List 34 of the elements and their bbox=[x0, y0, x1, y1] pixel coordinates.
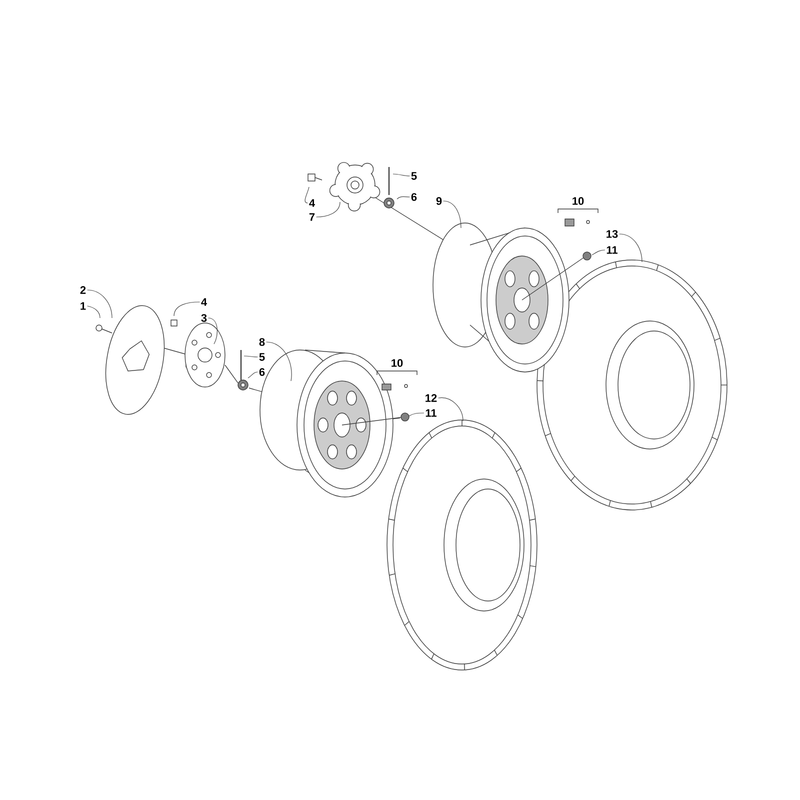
leader-line bbox=[86, 306, 100, 318]
leader-line bbox=[208, 318, 218, 344]
callout-number: 4 bbox=[309, 199, 315, 207]
leader-line bbox=[442, 200, 462, 228]
leader-line bbox=[86, 290, 112, 318]
callout-number: 6 bbox=[259, 368, 265, 376]
leader-line bbox=[248, 372, 258, 378]
leader-line bbox=[304, 186, 310, 204]
leader-line bbox=[619, 234, 642, 262]
leader-line bbox=[266, 342, 292, 382]
callout-number: 3 bbox=[201, 314, 207, 322]
leader-line bbox=[316, 202, 340, 218]
leader-line bbox=[592, 250, 606, 256]
callout-number: 7 bbox=[309, 213, 315, 221]
callout-number: 10 bbox=[392, 359, 403, 367]
callout-number: 5 bbox=[411, 172, 417, 180]
leader-line bbox=[174, 302, 200, 316]
callout-number: 2 bbox=[80, 286, 86, 294]
callout-number: 6 bbox=[411, 193, 417, 201]
callout-number: 11 bbox=[426, 409, 436, 417]
leader-line bbox=[396, 196, 410, 200]
callout-number: 4 bbox=[201, 298, 207, 306]
leader-line bbox=[392, 174, 410, 176]
leader-line bbox=[438, 397, 464, 422]
callout-number: 8 bbox=[259, 338, 265, 346]
callout-number: 10 bbox=[572, 197, 584, 205]
callout-number: 12 bbox=[426, 394, 437, 402]
callout-number: 9 bbox=[436, 197, 442, 205]
leader-line bbox=[408, 412, 424, 416]
callout-number: 13 bbox=[606, 230, 618, 238]
callout-number: 1 bbox=[80, 302, 86, 310]
callout-number: 5 bbox=[259, 353, 265, 361]
leader-line bbox=[244, 356, 258, 358]
callout-number: 11 bbox=[606, 246, 618, 254]
